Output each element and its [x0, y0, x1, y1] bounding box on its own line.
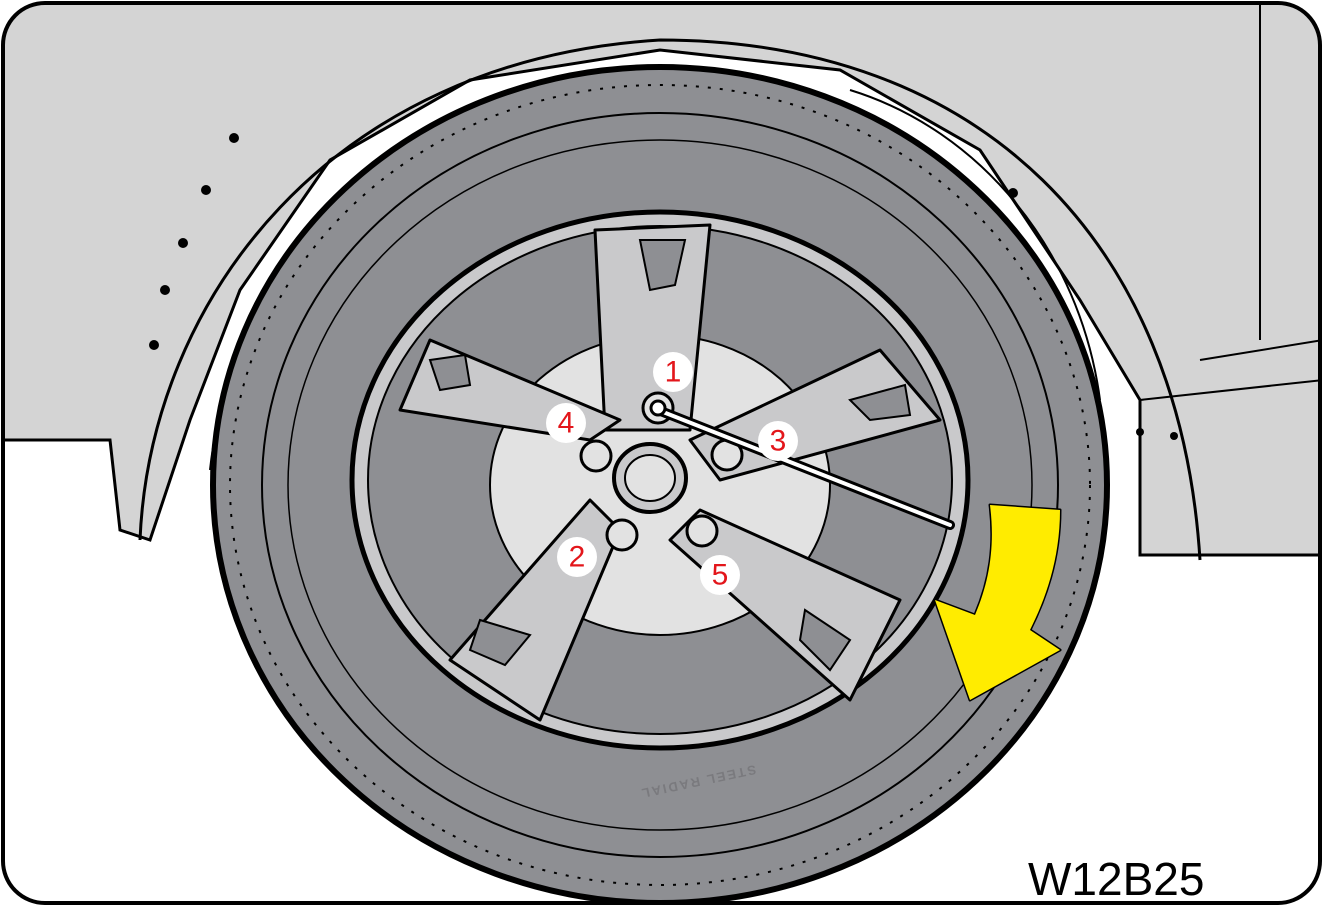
lug-nut-2 — [605, 518, 639, 552]
fender-arch — [138, 38, 1202, 561]
lug-nut-4 — [579, 439, 613, 473]
nut-label-2: 2 — [569, 541, 586, 574]
nut-label-3: 3 — [770, 425, 787, 458]
rotation-arrow-icon — [933, 503, 1062, 702]
nut-label-1: 1 — [665, 356, 682, 389]
lug-nut-5 — [685, 514, 719, 548]
nut-label-4: 4 — [558, 407, 575, 440]
figure-code: W12B25 — [1028, 853, 1204, 905]
nut-label-5: 5 — [712, 559, 729, 592]
nut-number-badges: 1 2 3 4 5 — [546, 352, 798, 595]
